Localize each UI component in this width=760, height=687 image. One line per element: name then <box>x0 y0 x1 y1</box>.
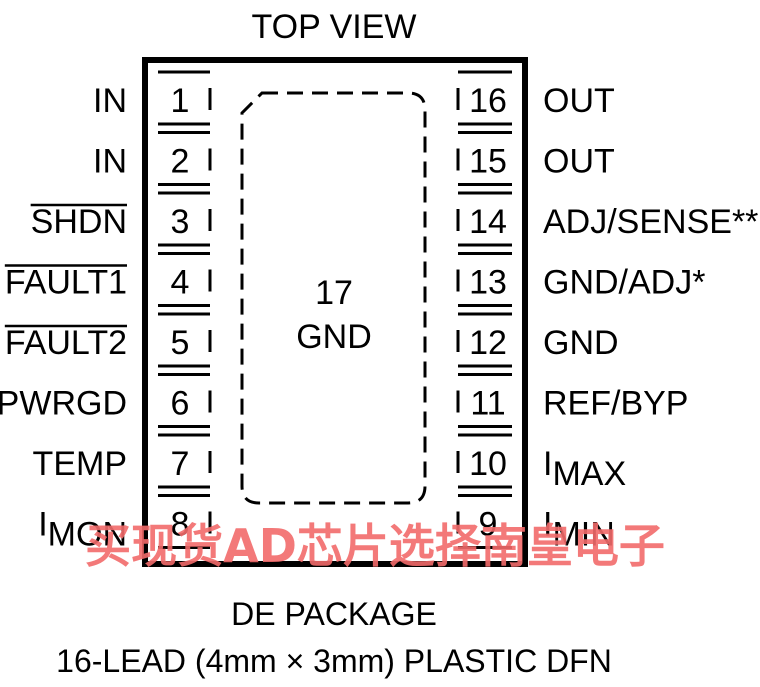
pin-name: OUT <box>543 143 615 181</box>
pin-name-text: FAULT1 <box>5 264 127 302</box>
pin-name-text: GND/ADJ* <box>543 264 705 302</box>
pin-name-text: SHDN <box>31 203 127 241</box>
pin-number: 10 <box>469 445 507 483</box>
pin-number: 9 <box>479 506 498 544</box>
pin-name: IN <box>93 143 127 181</box>
left-pin-column: 1IN2IN3SHDN4FAULT15FAULT26PWRGD7TEMP8IMO… <box>0 70 212 554</box>
left-pin-pad <box>158 494 212 549</box>
left-pin-pad <box>158 433 212 489</box>
pin-name: PWRGD <box>0 385 127 423</box>
pin-name-text: REF/BYP <box>543 385 688 423</box>
left-pin-pad <box>158 131 212 186</box>
pin-name-text: FAULT2 <box>5 324 127 362</box>
pin-name: GND/ADJ* <box>543 264 705 302</box>
pin-name: FAULT2 <box>5 324 127 362</box>
pin-number: 15 <box>469 143 507 181</box>
right-pin-pad <box>456 433 512 489</box>
pin-name: SHDN <box>31 203 127 241</box>
exposed-pad-label: GND <box>296 318 372 356</box>
pin-number: 3 <box>171 203 190 241</box>
exposed-pad-number: 17 <box>315 274 353 312</box>
pin-name-text: PWRGD <box>0 385 127 423</box>
package-caption: DE PACKAGE <box>231 596 437 632</box>
view-title: TOP VIEW <box>251 8 416 46</box>
left-pin-pad <box>158 70 212 126</box>
pin-name-text: I <box>543 445 552 483</box>
pin-name-subscript: MAX <box>552 455 626 493</box>
left-pin-pad <box>158 191 212 247</box>
pin-name-text: OUT <box>543 143 615 181</box>
pin-name: IMON <box>38 506 127 554</box>
package-outline <box>142 57 528 567</box>
left-pin-pad <box>158 312 212 368</box>
pin-name: IN <box>93 82 127 120</box>
pin-name: REF/BYP <box>543 385 688 423</box>
right-pin-pad <box>456 373 512 428</box>
pin-number: 12 <box>469 324 507 362</box>
pin-name: FAULT1 <box>5 264 127 302</box>
pin-number: 16 <box>469 82 507 120</box>
pin-number: 1 <box>171 82 190 120</box>
pin-name-text: I <box>38 506 47 544</box>
pin-name-text: TEMP <box>33 445 127 483</box>
pin-name: GND <box>543 324 619 362</box>
pin-number: 14 <box>469 203 507 241</box>
pin-number: 13 <box>469 264 507 302</box>
exposed-pad <box>240 91 427 505</box>
pin-name-subscript: MON <box>48 516 127 554</box>
pin-name-text: OUT <box>543 82 615 120</box>
pin-name-text: ADJ/SENSE** <box>543 203 758 241</box>
pin-number: 8 <box>171 506 190 544</box>
left-pin-pad <box>158 373 212 428</box>
right-pin-pad <box>456 494 512 549</box>
pin-name: OUT <box>543 82 615 120</box>
left-pin-pad <box>158 252 212 307</box>
pin-number: 11 <box>470 385 505 423</box>
pin-name: TEMP <box>33 445 127 483</box>
package-description: 16-LEAD (4mm × 3mm) PLASTIC DFN <box>56 643 612 679</box>
pin-name-text: IN <box>93 82 127 120</box>
right-pin-pad <box>456 131 512 186</box>
pin-number: 4 <box>171 264 190 302</box>
pin-number: 7 <box>171 445 190 483</box>
pin-name-text: GND <box>543 324 619 362</box>
pin-name-text: I <box>543 506 552 544</box>
pin-name: IMAX <box>543 445 626 493</box>
right-pin-pad <box>456 70 512 126</box>
pin-number: 6 <box>171 385 190 423</box>
pin-name: IMIN <box>543 506 615 554</box>
right-pin-pad <box>456 252 512 307</box>
right-pin-pad <box>456 191 512 247</box>
pin-number: 2 <box>171 143 190 181</box>
watermark-text: 买现货AD芯片选择南皇电子 <box>85 519 665 573</box>
pin-name-text: IN <box>93 143 127 181</box>
pin-number: 5 <box>171 324 190 362</box>
pin-name: ADJ/SENSE** <box>543 203 758 241</box>
pin-name-subscript: MIN <box>552 516 614 554</box>
right-pin-pad <box>456 312 512 368</box>
